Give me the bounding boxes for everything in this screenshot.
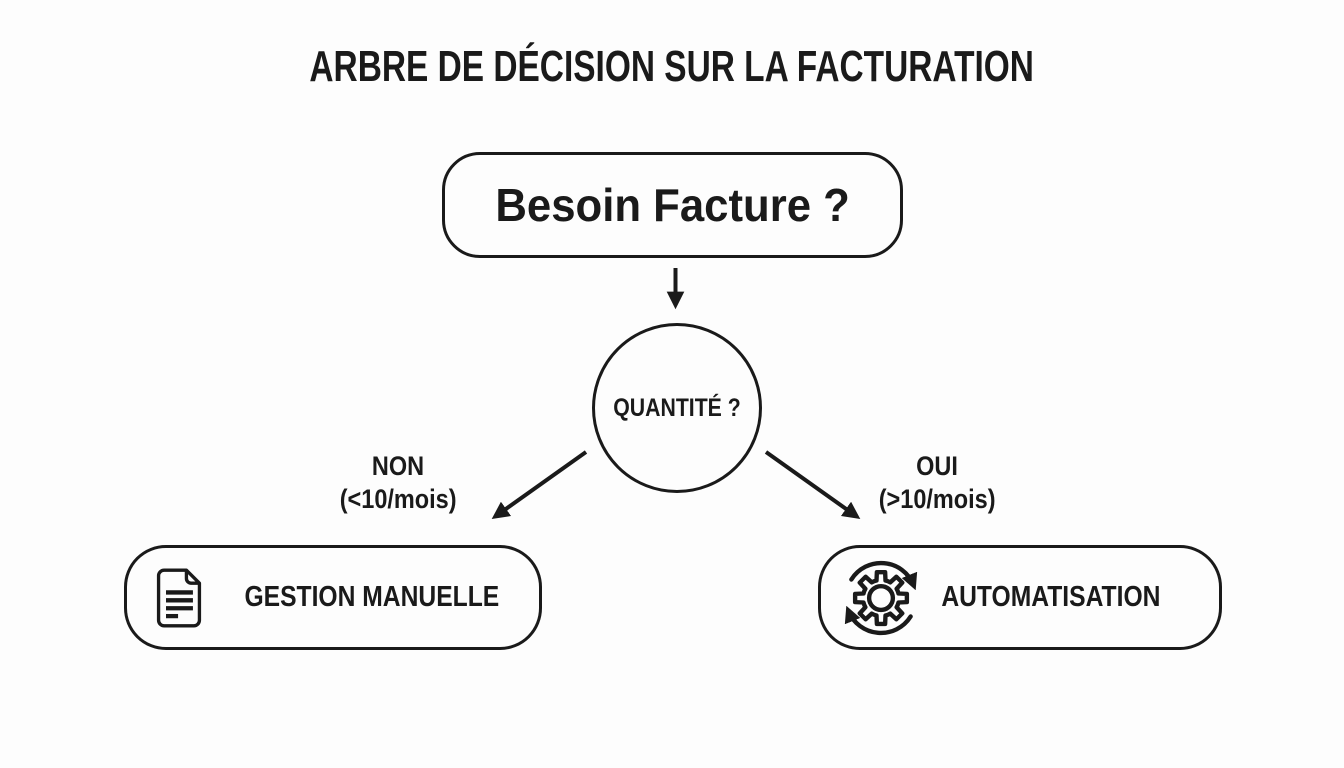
automation-gear-icon	[844, 560, 918, 635]
branch-label-oui: OUI (>10/mois)	[878, 451, 996, 514]
node-gestion-manuelle-label: GESTION MANUELLE	[244, 581, 500, 613]
node-besoin-facture-label: Besoin Facture ?	[495, 179, 850, 231]
gear-hole	[866, 583, 896, 612]
document-icon	[156, 567, 202, 628]
node-besoin-facture: Besoin Facture ?	[442, 152, 903, 258]
node-automatisation-label: AUTOMATISATION	[941, 581, 1161, 613]
branch-label-non: NON (<10/mois)	[339, 451, 457, 514]
node-quantite-label: QUANTITÉ ?	[613, 393, 741, 422]
gear-cycle-arc-top	[849, 560, 918, 590]
node-automatisation: AUTOMATISATION	[818, 545, 1222, 650]
node-gestion-manuelle: GESTION MANUELLE	[124, 545, 542, 650]
node-quantite: QUANTITÉ ?	[592, 323, 762, 493]
page-title: ARBRE DE DÉCISION SUR LA FACTURATION	[309, 42, 1035, 91]
gear-cycle-arc-bottom	[844, 605, 913, 635]
gear-body	[852, 569, 910, 626]
